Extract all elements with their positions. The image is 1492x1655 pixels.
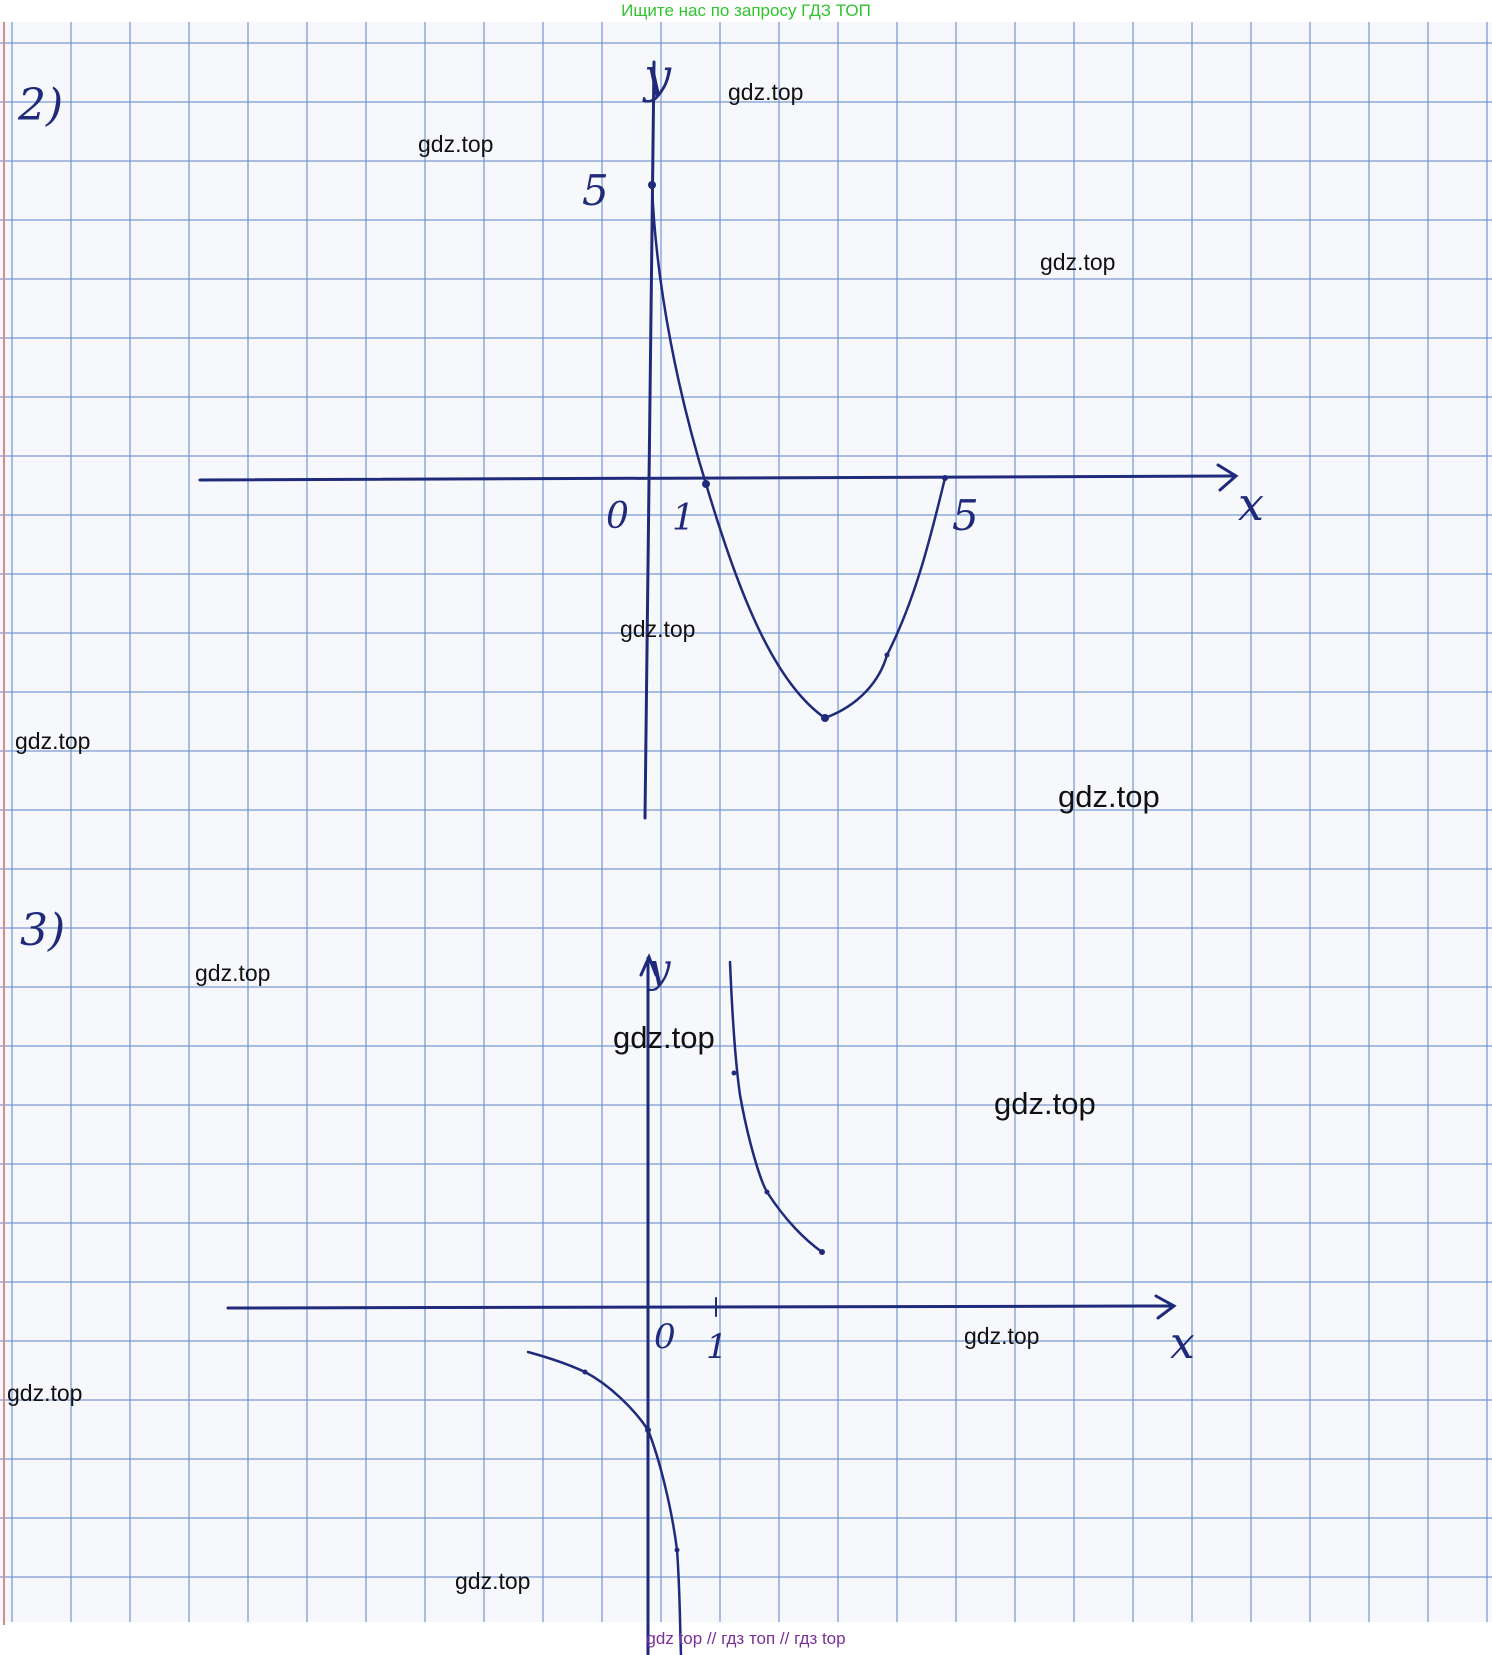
problem-2-x-axis-arrow: [1216, 463, 1239, 492]
problem-2-number: 2): [17, 80, 63, 131]
problem-2-y-label: y: [642, 48, 672, 104]
problem-3-point-e: [645, 1427, 651, 1433]
problem-2-x-axis: [198, 474, 1234, 482]
problem-2-tick-5-label: 5: [952, 491, 979, 540]
problem-3-y-label: y: [646, 946, 672, 992]
watermark-text: gdz.top: [964, 1323, 1040, 1349]
problem-3-tick-1-label: 1: [706, 1327, 728, 1367]
watermark-text: gdz.top: [620, 616, 696, 642]
problem-3-lower-branch: [526, 1350, 683, 1655]
graph-paper-background: [0, 22, 1492, 1622]
problem-3-y-axis-arrow: [639, 953, 658, 977]
problem-3-x-label: x: [1170, 1318, 1195, 1369]
footer-links[interactable]: gdz top // гдз топ // гдз top: [646, 1629, 846, 1648]
problem-3-point-a: [731, 1070, 737, 1076]
watermark-text: gdz.top: [15, 728, 91, 754]
problem-3-point-f: [674, 1547, 680, 1553]
problem-2-curve: [650, 183, 947, 720]
problem-3-number: 3): [20, 905, 65, 956]
problem-2-points: [648, 181, 948, 722]
problem-2-graph: [198, 60, 1239, 820]
problem-3-upper-branch: [728, 960, 824, 1254]
problem-2-point-right: [884, 652, 890, 658]
problem-2-point-vertex: [821, 714, 829, 722]
problem-3-x-axis: [226, 1304, 1174, 1310]
problem-3-points: [582, 1070, 825, 1553]
watermark-text: gdz.top: [728, 79, 804, 105]
problem-3-point-d: [582, 1369, 588, 1375]
watermark-text: gdz.top: [994, 1086, 1096, 1121]
watermark-text: gdz.top: [195, 960, 271, 986]
watermark-text: gdz.top: [418, 131, 494, 157]
problem-2-y-axis: [643, 60, 656, 820]
problem-2-point-y5: [648, 181, 656, 189]
watermark-text: gdz.top: [7, 1380, 83, 1406]
problem-3-graph: [226, 953, 1177, 1655]
problem-3-point-c: [819, 1249, 825, 1255]
problem-2-x-label: x: [1238, 477, 1264, 531]
watermark-text: gdz.top: [613, 1020, 715, 1055]
problem-3-point-b: [764, 1189, 770, 1195]
problem-2-origin-label: 0: [606, 496, 629, 537]
problem-2-point-x1: [702, 480, 710, 488]
problem-2-tick-1-label: 1: [672, 498, 695, 539]
watermark-text: gdz.top: [455, 1568, 531, 1594]
problem-2-y-tick-5-label: 5: [582, 166, 609, 215]
search-hint-banner[interactable]: Ищите нас по запросу ГДЗ ТОП: [621, 1, 871, 20]
problem-2-point-x5: [942, 475, 948, 481]
watermark-text: gdz.top: [1040, 249, 1116, 275]
problem-3-x-axis-arrow: [1154, 1294, 1177, 1320]
problem-3-origin-label: 0: [654, 1317, 676, 1357]
watermark-text: gdz.top: [1058, 779, 1160, 814]
